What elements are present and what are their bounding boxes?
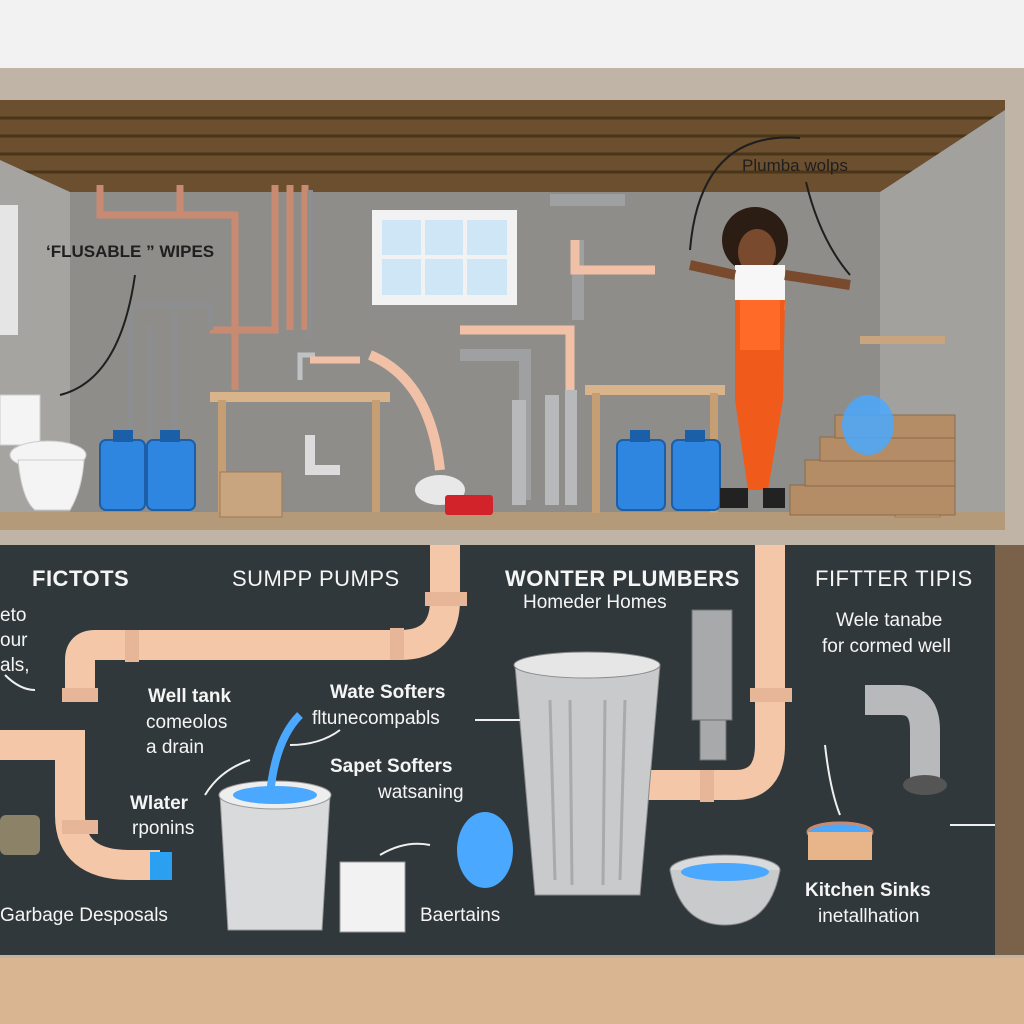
blue-tanks bbox=[99, 439, 721, 511]
water-balloon bbox=[457, 812, 513, 888]
left-fragment-2: our bbox=[0, 630, 28, 651]
col4-line2: for cormed well bbox=[822, 636, 951, 657]
workbench-left bbox=[210, 392, 390, 512]
water-subtitle: rponins bbox=[132, 818, 195, 839]
plumber bbox=[688, 207, 851, 508]
sapet-softers-label: Sapet Softers bbox=[330, 756, 453, 777]
warning-label: watsaning bbox=[378, 782, 464, 803]
plumber-wipes-label: Plumba wolps bbox=[742, 156, 848, 175]
col1-title: FICTOTS bbox=[32, 566, 130, 591]
white-box bbox=[339, 861, 406, 933]
left-fragment-1: eto bbox=[0, 605, 27, 626]
toilet bbox=[0, 394, 87, 511]
col2-title: SUMPP PUMPS bbox=[232, 566, 400, 591]
well-tank-title: Well tank bbox=[148, 686, 232, 707]
col3-title: WONTER PLUMBERS bbox=[505, 566, 740, 591]
cardboard-box bbox=[219, 471, 283, 518]
floor-strip bbox=[0, 958, 1024, 1024]
well-tank bbox=[218, 780, 332, 931]
baertains-label: Baertains bbox=[420, 905, 501, 926]
well-tank-line2: a drain bbox=[146, 737, 205, 758]
kitchen-sinks-label: Kitchen Sinks bbox=[805, 880, 931, 901]
installation-label: inetallhation bbox=[818, 906, 920, 927]
red-pump bbox=[445, 495, 493, 515]
water-softeners-label: Wate Softers bbox=[330, 682, 446, 703]
col4-title: FIFTTER TIPIS bbox=[815, 566, 973, 591]
water-blob bbox=[842, 395, 894, 455]
garbage-disposals-label: Garbage Desposals bbox=[0, 905, 168, 926]
stairs bbox=[789, 414, 956, 516]
left-fragment-3: als, bbox=[0, 655, 30, 676]
ceiling bbox=[0, 100, 1005, 192]
col4-line1: Wele tanabe bbox=[836, 610, 943, 631]
flushable-wipes-label: ‘FLUSABLE ” WIPES bbox=[46, 242, 215, 261]
info-panel bbox=[0, 545, 1024, 955]
filter-tank bbox=[513, 651, 661, 896]
col3-subtitle: Homeder Homes bbox=[523, 592, 667, 613]
water-title: Wlater bbox=[130, 793, 189, 814]
window bbox=[372, 210, 517, 305]
well-tank-line1: comeolos bbox=[146, 712, 228, 733]
softener-sub-label: fltunecompabls bbox=[312, 708, 440, 729]
